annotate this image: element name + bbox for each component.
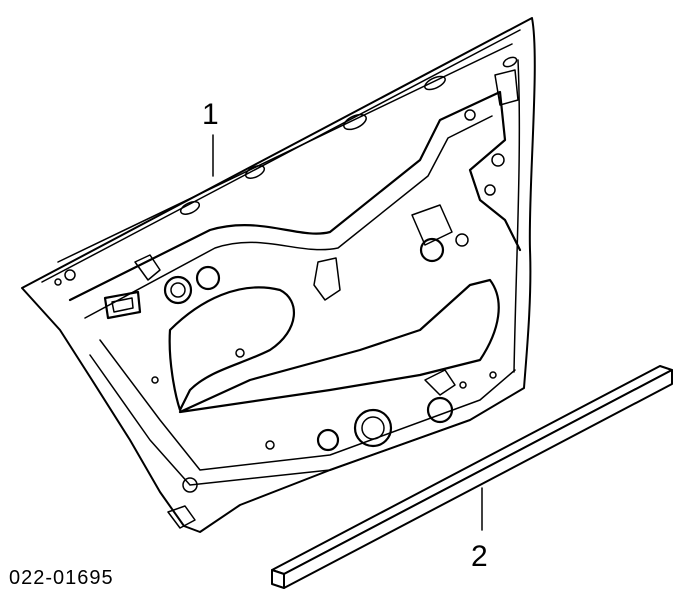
flange-holes bbox=[179, 56, 518, 215]
callout-label-1: 1 bbox=[202, 98, 219, 131]
rear-edge-line bbox=[513, 59, 521, 373]
lower-inner-frame-2 bbox=[89, 354, 471, 486]
hinge-bracket bbox=[411, 204, 453, 246]
window-frame-rail-inner bbox=[84, 115, 493, 319]
lower-access-opening bbox=[178, 278, 500, 414]
door-shell-outline bbox=[21, 17, 536, 533]
lower-inner-frame bbox=[99, 339, 516, 471]
rect-slot bbox=[103, 290, 142, 320]
bottom-tab bbox=[167, 505, 196, 529]
door-shell bbox=[21, 17, 536, 533]
moulding-strip-side-face bbox=[283, 369, 673, 589]
door-moulding-strip bbox=[271, 365, 673, 589]
bracket-right bbox=[424, 369, 456, 396]
callout-label-2: 2 bbox=[471, 540, 488, 573]
main-cutout bbox=[168, 286, 295, 412]
bracket-left bbox=[134, 254, 161, 281]
bracket-mid bbox=[313, 257, 341, 301]
rect-slot-inner bbox=[111, 297, 134, 313]
upper-flange-line-2 bbox=[57, 43, 513, 263]
moulding-strip-front-face bbox=[271, 569, 285, 589]
window-frame-rail bbox=[68, 90, 522, 302]
round-openings bbox=[54, 109, 505, 493]
diagram-code: 022-01695 bbox=[9, 567, 114, 589]
top-rear-bracket bbox=[494, 69, 519, 106]
upper-flange-line bbox=[41, 29, 521, 283]
